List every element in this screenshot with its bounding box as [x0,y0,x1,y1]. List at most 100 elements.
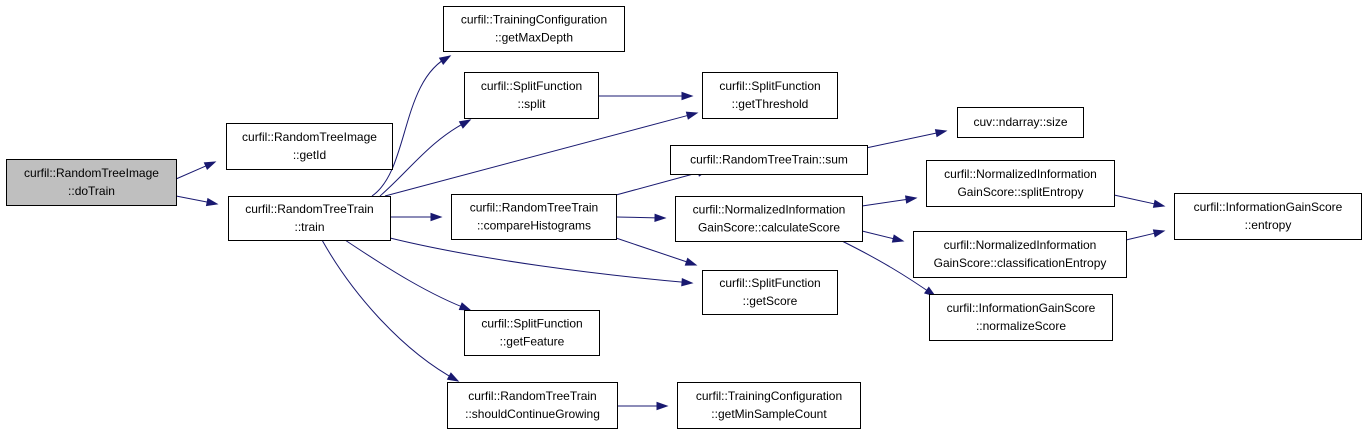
edge-line [615,171,700,196]
edge-train-to-getScore [389,237,694,287]
node-split[interactable]: curfil::SplitFunction::split [464,72,599,119]
arrowhead [446,372,460,382]
node-box [957,107,1084,138]
node-getScore[interactable]: curfil::SplitFunction::getScore [702,270,838,315]
node-calculateScore[interactable]: curfil::NormalizedInformationGainScore::… [675,196,863,242]
arrowhead [438,55,452,66]
node-getId[interactable]: curfil::RandomTreeImage::getId [226,123,393,170]
node-ndarraySize[interactable]: cuv::ndarray::size [957,107,1084,138]
node-getMinSampleCount[interactable]: curfil::TrainingConfiguration::getMinSam… [677,382,861,429]
node-box [464,310,600,356]
node-box [675,196,863,242]
arrowhead [684,257,698,266]
node-label-line: curfil::RandomTreeTrain::sum [690,153,848,167]
node-getMaxDepth[interactable]: curfil::TrainingConfiguration::getMaxDep… [443,6,625,52]
edge-train-to-getMaxDepth [371,55,452,197]
edge-line [175,165,207,180]
arrowhead [430,212,443,222]
edge-line [861,230,895,240]
node-box [447,382,618,429]
arrowhead [1152,199,1166,208]
node-label-line: curfil::RandomTreeTrain [245,202,373,216]
node-classificationEntropy[interactable]: curfil::NormalizedInformationGainScore::… [913,231,1127,278]
node-box [228,196,391,241]
edge-line [175,195,209,203]
node-label-line: GainScore::calculateScore [698,221,840,235]
arrowhead [203,161,217,171]
node-label-line: ::getMaxDepth [495,31,573,45]
node-label-line: curfil::RandomTreeTrain [468,389,596,403]
arrowhead [904,195,918,204]
node-label-line: ::getScore [743,294,798,308]
node-label-line: ::doTrain [68,184,115,198]
edge-calculateScore-to-splitEntropy [861,195,918,207]
edge-line [841,240,936,297]
node-entropy[interactable]: curfil::InformationGainScore::entropy [1174,193,1362,240]
edge-compareHistograms-to-getScore [615,237,698,266]
edge-classificationEntropy-to-entropy [1125,229,1166,241]
node-box [926,160,1115,207]
node-sum[interactable]: curfil::RandomTreeTrain::sum [670,145,868,175]
edge-compareHistograms-to-calculateScore [615,213,667,222]
node-getThreshold[interactable]: curfil::SplitFunction::getThreshold [702,72,838,119]
node-box [6,159,177,206]
edge-doTrain-to-train [175,195,219,207]
edge-sum-to-ndarraySize [865,129,948,149]
node-shouldContinueGrowing[interactable]: curfil::RandomTreeTrain::shouldContinueG… [447,382,618,429]
arrowhead [205,197,219,207]
node-getFeature[interactable]: curfil::SplitFunction::getFeature [464,310,600,356]
edge-splitEntropy-to-entropy [1113,194,1166,208]
node-label-line: ::getId [293,148,326,162]
node-label-line: ::getThreshold [732,97,809,111]
edge-line [384,114,689,197]
node-label-line: curfil::NormalizedInformation [944,167,1097,181]
node-compareHistograms[interactable]: curfil::RandomTreeTrain::compareHistogra… [451,194,617,240]
node-box [226,123,393,170]
arrowhead [685,111,699,120]
node-box [464,72,599,119]
arrowhead [656,401,669,411]
node-splitEntropy[interactable]: curfil::NormalizedInformationGainScore::… [926,160,1115,207]
node-label-line: GainScore::classificationEntropy [934,256,1107,270]
node-box [677,382,861,429]
node-box [443,6,625,52]
edge-line [321,239,459,382]
edge-line [615,216,657,219]
edge-line [379,119,471,197]
arrowhead [458,302,472,311]
node-box [702,72,838,119]
edge-line [865,132,938,149]
node-label-line: cuv::ndarray::size [973,115,1067,129]
node-train[interactable]: curfil::RandomTreeTrain::train [228,196,391,241]
node-label-line: curfil::SplitFunction [481,317,582,331]
arrowhead [891,234,905,243]
edge-doTrain-to-getId [175,161,217,180]
node-label-line: curfil::SplitFunction [481,79,582,93]
node-label-line: curfil::NormalizedInformation [693,203,846,217]
edge-line [615,237,688,263]
arrowhead [654,213,667,222]
edge-train-to-shouldContinueGrowing [321,239,460,382]
node-label-line: curfil::RandomTreeTrain [470,201,598,215]
node-label-line: curfil::InformationGainScore [947,301,1096,315]
node-label-line: ::entropy [1245,218,1292,232]
edges-layer [175,55,1166,411]
edge-train-to-split [379,119,472,197]
edge-line [344,239,471,311]
edge-shouldContinueGrowing-to-getMinSampleCount [617,401,669,411]
edge-calculateScore-to-classificationEntropy [861,230,905,243]
node-box [1174,193,1362,240]
node-doTrain[interactable]: curfil::RandomTreeImage::doTrain [6,159,177,206]
node-label-line: curfil::SplitFunction [719,276,820,290]
edge-line [1113,194,1156,205]
node-box [702,270,838,315]
node-label-line: ::normalizeScore [976,319,1066,333]
node-label-line: curfil::TrainingConfiguration [696,389,842,403]
node-label-line: ::getMinSampleCount [711,407,827,421]
arrowhead [681,277,694,287]
edge-train-to-getThreshold [384,111,699,197]
arrowhead [934,129,948,138]
node-normalizeScore[interactable]: curfil::InformationGainScore::normalizeS… [929,294,1113,341]
node-box [913,231,1127,278]
edge-train-to-compareHistograms [390,212,443,222]
